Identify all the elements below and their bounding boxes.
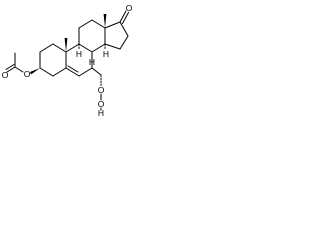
bond-c3-o-wedge: [30, 68, 40, 75]
bond-c5-c4: [39, 67, 54, 77]
ring-a: [39, 43, 67, 77]
atom-ester-o: O: [24, 69, 31, 79]
ring-c: [78, 19, 106, 53]
methyl-c18-wedge: [103, 14, 107, 28]
atom-hydroperoxy-o2: O: [98, 99, 105, 109]
bond-c1-c2: [52, 43, 67, 53]
bond-acyl-c-o-double: [5, 64, 15, 70]
atom-h-14: H: [103, 49, 109, 59]
bond-c17-o: [119, 10, 127, 23]
bond-c13-c17: [104, 21, 121, 29]
molecule-drawing: H H H O O O O H O: [2, 3, 133, 117]
structure-canvas: H H H O O O O H O: [0, 0, 174, 117]
bond-c5-c6-double: [67, 65, 79, 73]
bond-c11-c12: [78, 19, 93, 29]
bond-c6-c5: [65, 67, 80, 77]
atom-carbonyl-o: O: [2, 70, 9, 80]
bond-c15-c14: [104, 43, 121, 50]
atom-hydroperoxy-o1: O: [98, 85, 105, 95]
bond-c7-c6: [78, 67, 93, 77]
atom-h-8: H: [89, 57, 95, 67]
bond-c17-o-double: [122, 12, 129, 24]
bond-c1-c10: [39, 43, 54, 53]
methyl-c19-wedge: [64, 38, 68, 52]
hydroperoxy-group: O O H: [91, 67, 105, 117]
bond-c16-c15: [119, 35, 129, 50]
bond-c14-c8: [91, 43, 106, 53]
bond-c12-c13: [91, 19, 106, 29]
bond-acyl-c-o: [6, 66, 16, 73]
atom-h-9: H: [76, 49, 82, 59]
ring-d: [104, 10, 129, 50]
atom-hydroperoxy-h: H: [98, 108, 104, 117]
bond-c17-c16: [119, 21, 129, 37]
bond-c4-c3: [52, 67, 67, 77]
bond-c10-c9: [65, 43, 80, 53]
acetate-group: O O: [2, 52, 40, 80]
bond-c9-c8: [78, 43, 93, 53]
bond-o-acyl-c: [14, 66, 24, 73]
atom-ketone-o: O: [126, 3, 133, 13]
bond-c7-c7sub: [91, 67, 102, 76]
